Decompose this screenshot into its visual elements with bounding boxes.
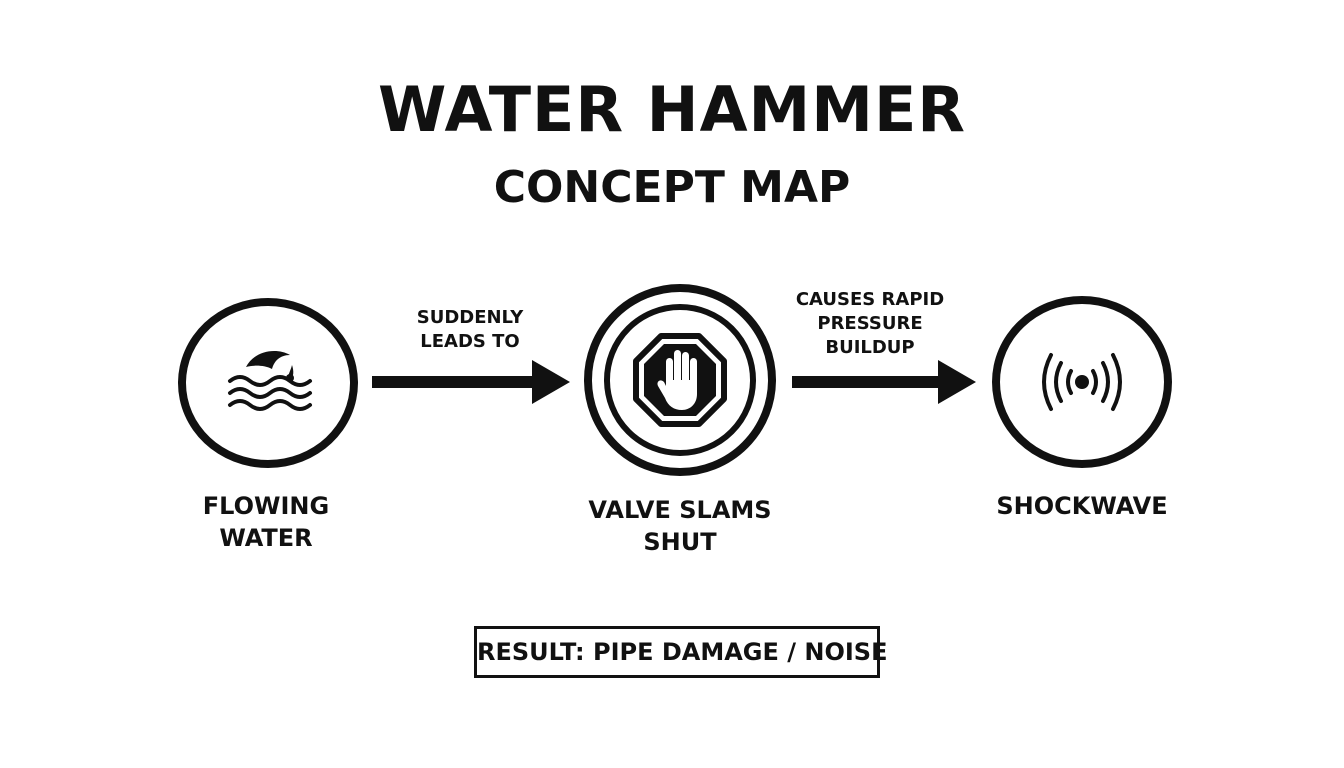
stop-hand-icon	[633, 333, 727, 427]
edge-label-line: PRESSURE	[817, 313, 923, 334]
wave-icon	[228, 351, 312, 411]
node-label-valve-slams-shut: VALVE SLAMS SHUT	[560, 494, 800, 558]
result-box: RESULT: PIPE DAMAGE / NOISE	[474, 626, 887, 678]
shockwave-icon	[1042, 353, 1122, 411]
edge-label-line: LEADS TO	[420, 331, 520, 352]
node-valve-slams-shut	[584, 284, 776, 476]
edge-label-causes-rapid-pressure-buildup: CAUSES RAPID PRESSURE BUILDUP	[780, 288, 960, 360]
edge-label-line: BUILDUP	[825, 337, 915, 358]
node-label-line: SHOCKWAVE	[996, 492, 1168, 520]
edge-label-line: CAUSES RAPID	[795, 289, 945, 310]
edge-label-line: SUDDENLY	[416, 307, 524, 328]
inner-ring	[604, 304, 756, 456]
diagram-subtitle: CONCEPT MAP	[493, 162, 851, 213]
node-label-line: FLOWING	[202, 492, 330, 520]
edge-label-suddenly-leads-to: SUDDENLY LEADS TO	[380, 306, 560, 354]
node-label-shockwave: SHOCKWAVE	[970, 490, 1194, 522]
node-label-line: WATER	[219, 524, 313, 552]
node-label-flowing-water: FLOWING WATER	[166, 490, 366, 554]
node-shockwave	[992, 296, 1172, 468]
node-flowing-water	[178, 298, 358, 468]
node-label-line: SHUT	[643, 528, 717, 556]
arrow-1	[372, 360, 570, 404]
arrow-2	[792, 360, 976, 404]
diagram-title: WATER HAMMER	[377, 73, 967, 146]
node-label-line: VALVE SLAMS	[588, 496, 772, 524]
